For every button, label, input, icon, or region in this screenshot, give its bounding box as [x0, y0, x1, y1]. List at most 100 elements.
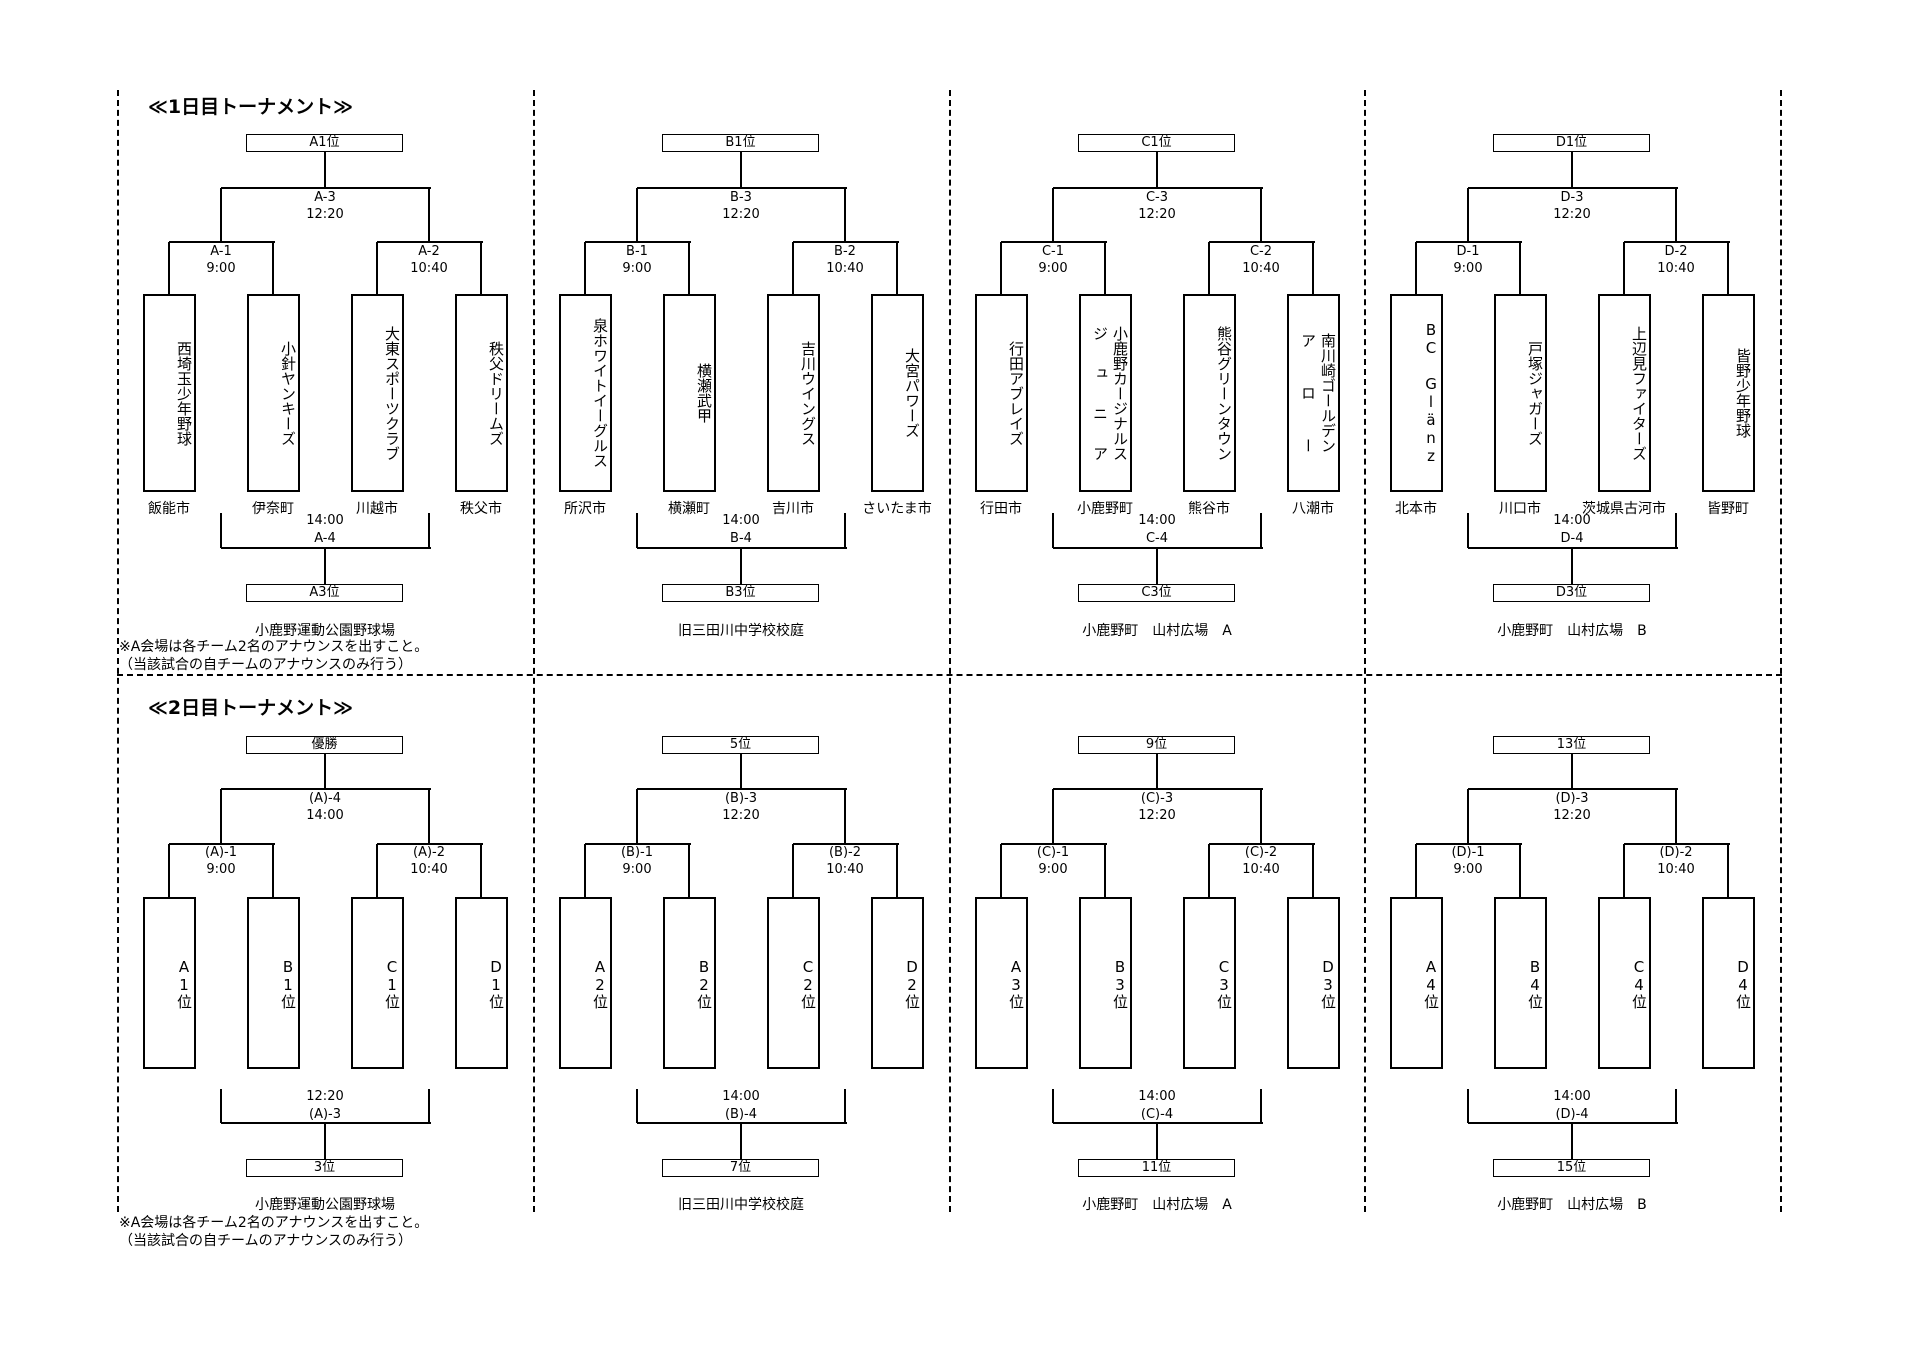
bracket-line: [1156, 1123, 1158, 1159]
bracket-line: [1260, 513, 1262, 548]
bracket-line: [220, 1089, 222, 1123]
final-match-time: 12:20: [1138, 808, 1176, 823]
bracket-line: [1208, 242, 1210, 294]
bracket-line: [585, 241, 691, 243]
semifinal-match-time: 9:00: [1453, 261, 1483, 276]
bracket-line: [1052, 789, 1054, 844]
team-city: 飯能市: [148, 501, 190, 517]
bracket-line: [1415, 242, 1417, 294]
bracket-line: [480, 844, 482, 897]
bracket-line: [1675, 513, 1677, 548]
bracket-line: [428, 789, 430, 844]
bracket-line: [480, 242, 482, 294]
team-box: D4位: [1702, 897, 1755, 1069]
team-box: B3位: [1079, 897, 1132, 1069]
team-name: C1位: [383, 957, 401, 1009]
venue-label: 小鹿野町 山村広場 A: [1082, 623, 1232, 639]
team-box: 横瀬武甲: [663, 294, 716, 492]
bracket-line: [1053, 1122, 1263, 1124]
top-rank-box: B1位: [662, 134, 819, 152]
semifinal-match-time: 10:40: [1242, 862, 1280, 877]
third-match-code: D-4: [1560, 531, 1584, 546]
bracket-line: [1416, 241, 1522, 243]
section-divider: [949, 90, 951, 1212]
semifinal-match-time: 9:00: [622, 862, 652, 877]
bottom-rank-box: 3位: [246, 1159, 403, 1177]
bracket-line: [1571, 548, 1573, 584]
final-match-code: D-3: [1560, 190, 1584, 205]
third-match-time: 14:00: [1138, 513, 1176, 528]
third-match-time: 14:00: [722, 513, 760, 528]
third-match-time: 14:00: [722, 1089, 760, 1104]
final-match-time: 12:20: [1138, 207, 1176, 222]
team-box: A2位: [559, 897, 612, 1069]
team-box: 小鹿野カージナルス ジュニア: [1079, 294, 1132, 492]
bracket-line: [1052, 188, 1054, 242]
team-name: A4位: [1422, 957, 1440, 1009]
third-match-time: 14:00: [1138, 1089, 1176, 1104]
bracket-line: [376, 844, 378, 897]
bracket-line: [1571, 152, 1573, 188]
final-match-code: (B)-3: [724, 791, 758, 806]
team-city: 熊谷市: [1188, 501, 1230, 517]
bracket-line: [1260, 1089, 1262, 1123]
team-city: 茨城県古河市: [1582, 501, 1666, 517]
bracket-line: [636, 1089, 638, 1123]
team-name: 吉川ウイングス: [799, 340, 817, 446]
team-name: 戸塚ジャガーズ: [1526, 340, 1544, 446]
semifinal-match-code: C-1: [1041, 244, 1065, 259]
final-match-code: (C)-3: [1140, 791, 1174, 806]
team-name: 大宮パワーズ: [903, 348, 921, 438]
team-name: 南川崎ゴールデン アロー: [1299, 333, 1337, 453]
team-city: 皆野町: [1707, 501, 1749, 517]
bracket-line: [1001, 241, 1107, 243]
team-box: 大東スポーツクラブ: [351, 294, 404, 492]
team-city: さいたま市: [862, 501, 932, 517]
final-match-code: A-3: [314, 190, 336, 205]
third-match-code: B-4: [730, 531, 752, 546]
final-match-time: 12:20: [1553, 207, 1591, 222]
section-divider: [1364, 90, 1366, 1212]
bracket-line: [793, 241, 899, 243]
team-box: 熊谷グリーンタウン: [1183, 294, 1236, 492]
team-name: C3位: [1215, 957, 1233, 1009]
bottom-rank-box: 11位: [1078, 1159, 1235, 1177]
semifinal-match-code: (C)-2: [1244, 845, 1278, 860]
bracket-line: [1312, 242, 1314, 294]
final-match-time: 14:00: [306, 808, 344, 823]
bracket-line: [1312, 844, 1314, 897]
team-city: 小鹿野町: [1077, 501, 1133, 517]
bracket-line: [636, 789, 638, 844]
bracket-line: [221, 788, 431, 790]
third-match-time: 12:20: [306, 1089, 344, 1104]
bracket-line: [1571, 754, 1573, 789]
bracket-line: [792, 242, 794, 294]
final-match-time: 12:20: [722, 808, 760, 823]
team-box: 大宮パワーズ: [871, 294, 924, 492]
team-box: D2位: [871, 897, 924, 1069]
bracket-line: [792, 844, 794, 897]
bracket-line: [1053, 187, 1263, 189]
team-name: 小鹿野カージナルス ジュニア: [1091, 325, 1129, 461]
bracket-line: [1571, 1123, 1573, 1159]
bracket-line: [324, 1123, 326, 1159]
bottom-rank-box: C3位: [1078, 584, 1235, 602]
team-name: 行田アブレイズ: [1007, 340, 1025, 446]
team-name: 熊谷グリーンタウン: [1215, 325, 1233, 461]
team-box: C4位: [1598, 897, 1651, 1069]
team-name: 西埼玉少年野球: [175, 340, 193, 446]
team-box: 西埼玉少年野球: [143, 294, 196, 492]
bracket-line: [637, 788, 847, 790]
bracket-line: [1468, 547, 1678, 549]
team-name: BC Glänz: [1422, 321, 1440, 465]
bracket-line: [1209, 241, 1315, 243]
third-match-code: (B)-4: [724, 1107, 758, 1122]
venue-label: 小鹿野町 山村広場 B: [1497, 1197, 1647, 1213]
team-name: B2位: [695, 957, 713, 1009]
semifinal-match-code: D-2: [1664, 244, 1688, 259]
semifinal-match-time: 9:00: [1038, 261, 1068, 276]
bracket-line: [1727, 844, 1729, 897]
bracket-line: [740, 548, 742, 584]
team-name: D3位: [1319, 957, 1337, 1009]
team-box: D1位: [455, 897, 508, 1069]
